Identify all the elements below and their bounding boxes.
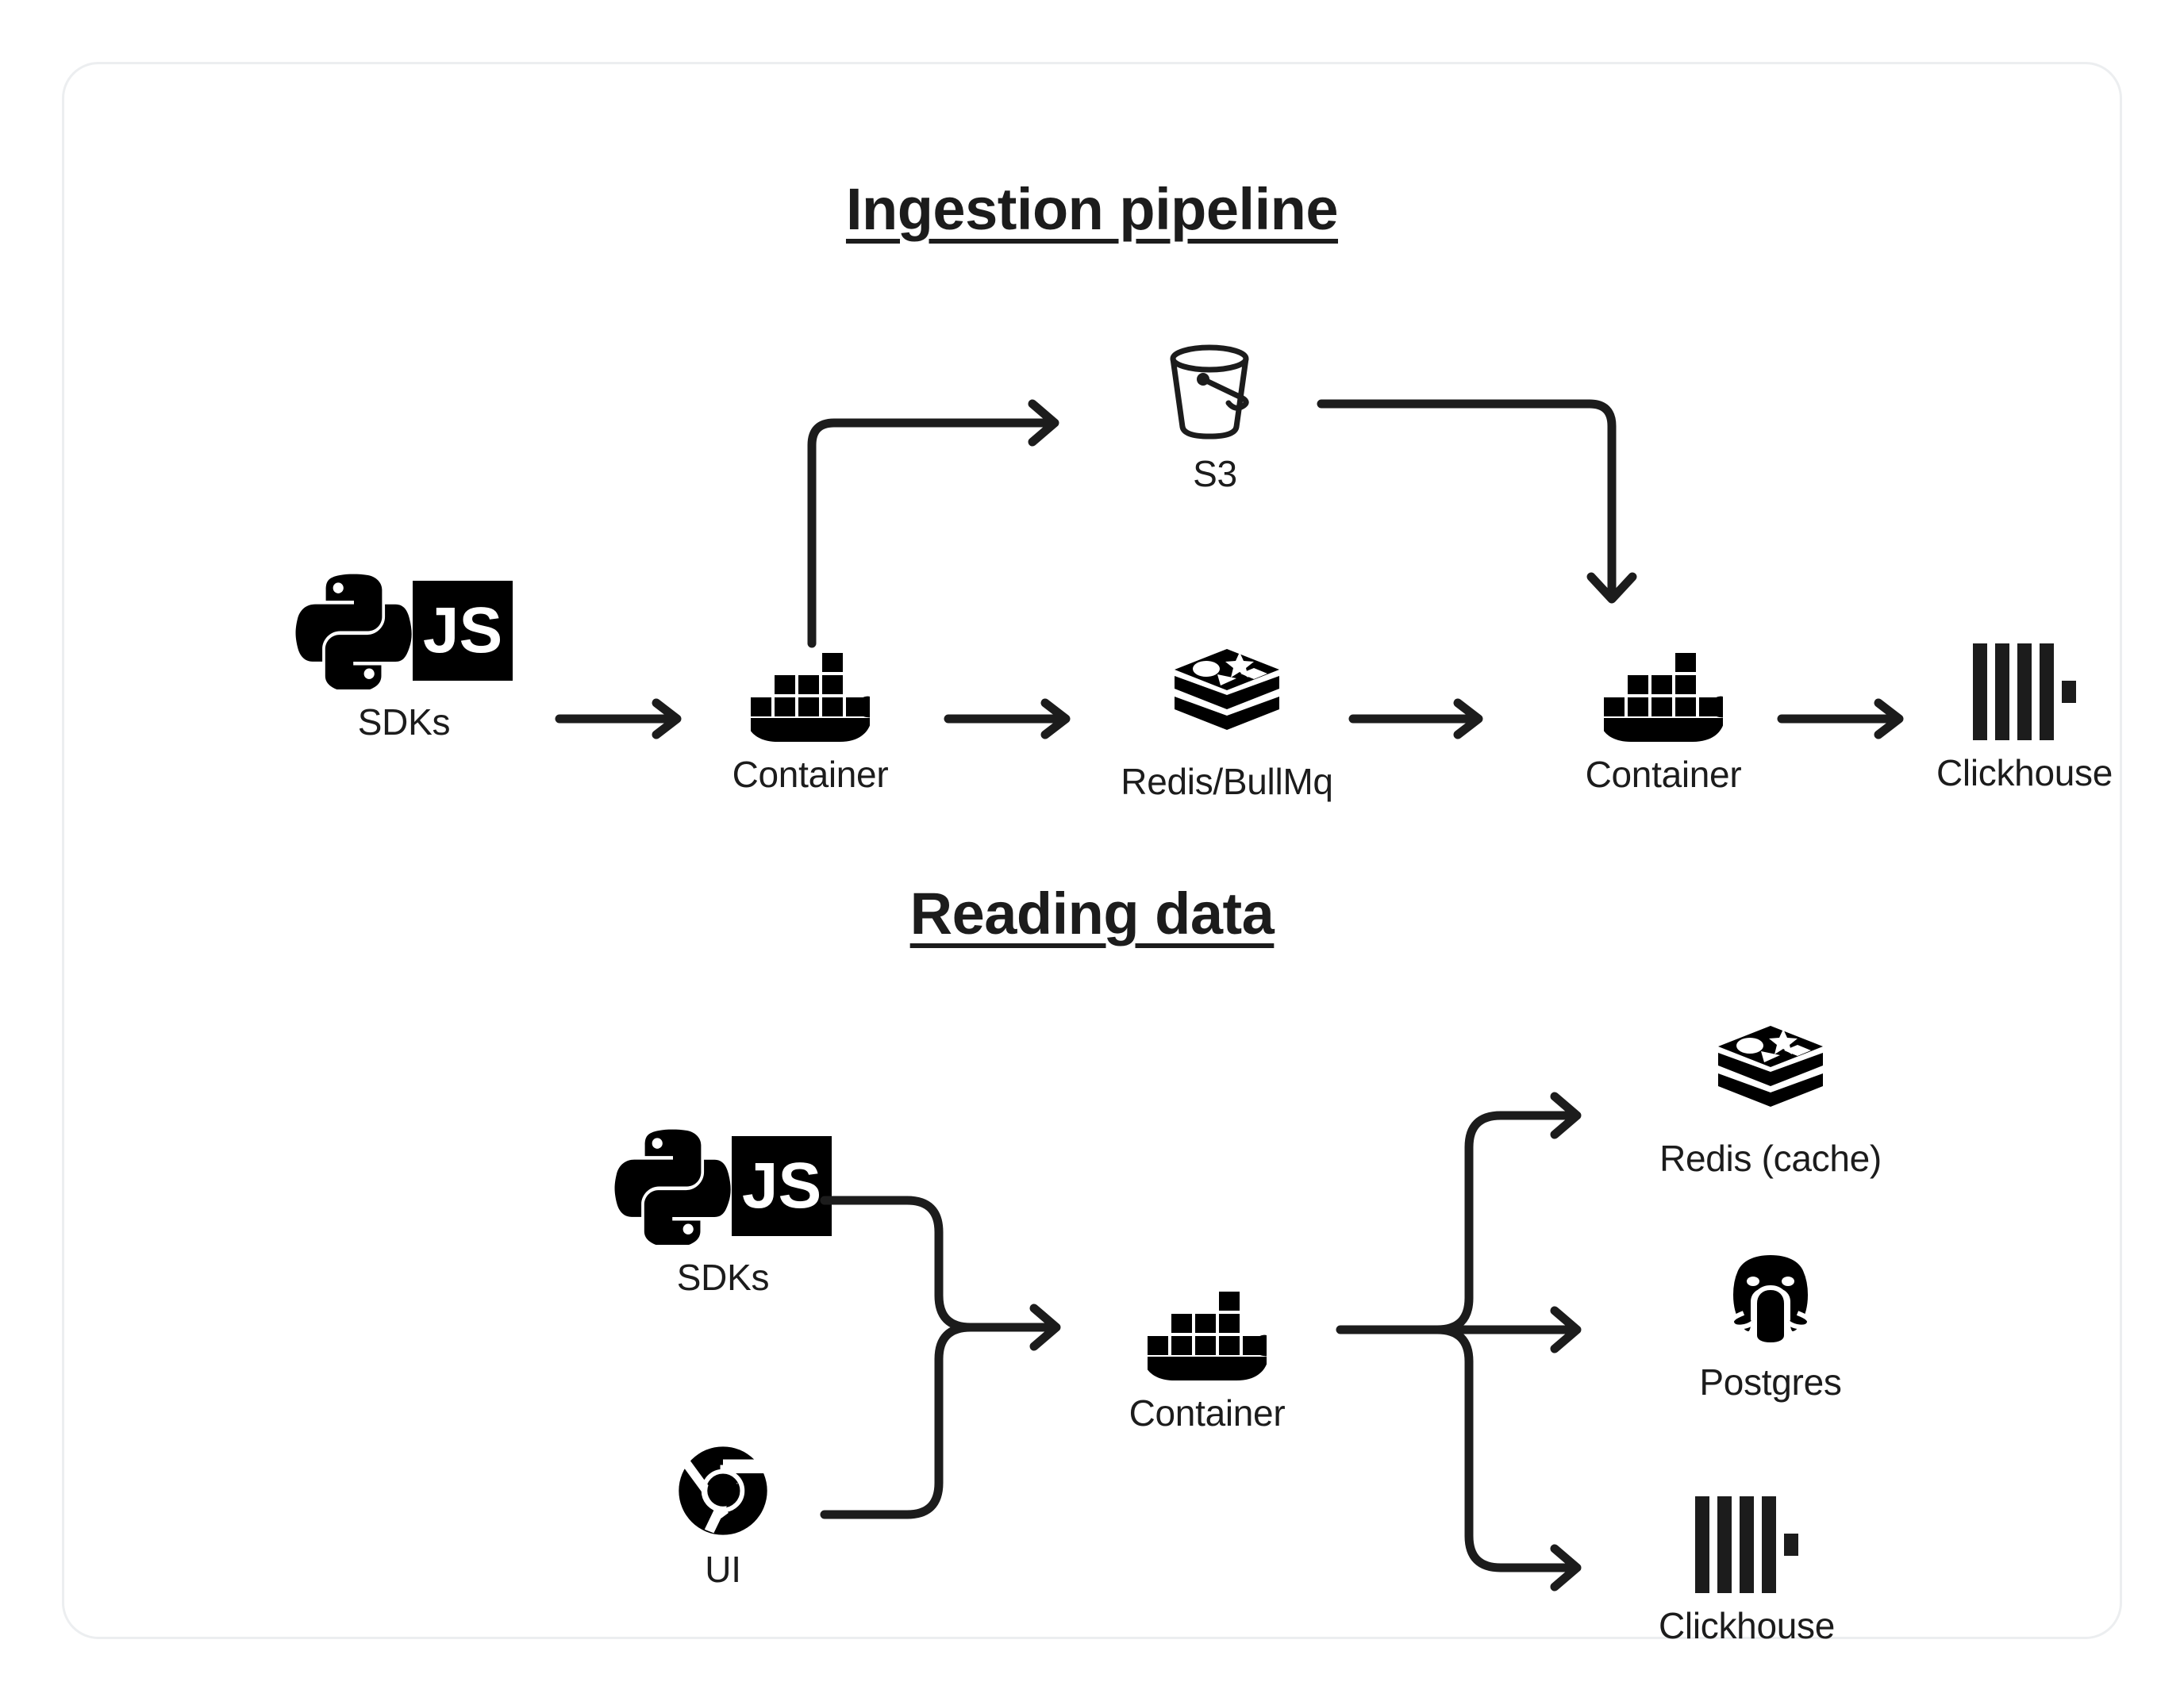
node-container-read-label: Container xyxy=(1129,1392,1286,1434)
docker-icon xyxy=(1141,1282,1289,1380)
node-redis-cache-label: Redis (cache) xyxy=(1659,1138,1882,1179)
redis-icon xyxy=(1715,1024,1826,1126)
bucket-icon xyxy=(1163,338,1267,441)
postgres-icon xyxy=(1718,1246,1823,1350)
edge-container1-to-redis xyxy=(944,698,1071,739)
node-s3-label: S3 xyxy=(1193,453,1237,494)
node-postgres: Postgres xyxy=(1644,1246,1898,1403)
edge-s3-to-container2 xyxy=(1317,399,1637,604)
node-clickhouse-read-label: Clickhouse xyxy=(1659,1605,1835,1646)
node-container-1: Container xyxy=(699,643,921,796)
redis-icon xyxy=(1171,647,1282,749)
ingestion-section-title: Ingestion pipeline xyxy=(845,176,1339,242)
node-redis-bullmq: Redis/BullMq xyxy=(1088,647,1366,803)
docker-icon xyxy=(744,643,892,742)
clickhouse-bar-small xyxy=(1784,1534,1798,1556)
edge-container1-to-s3 xyxy=(807,399,1059,648)
diagram-card: Ingestion pipeline JS SDKs xyxy=(62,62,2122,1646)
node-ui: UI xyxy=(620,1445,826,1591)
clickhouse-bar xyxy=(2040,643,2054,740)
node-container-read: Container xyxy=(1096,1282,1318,1434)
reading-section-title: Reading data xyxy=(909,881,1275,946)
node-sdks: JS SDKs xyxy=(269,572,539,743)
node-s3: S3 xyxy=(1104,338,1326,495)
node-container-1-label: Container xyxy=(732,754,889,795)
edge-redis-to-container2 xyxy=(1348,698,1483,739)
clickhouse-bar xyxy=(1973,643,1987,740)
clickhouse-bar xyxy=(1740,1496,1754,1593)
node-sdks-read: JS SDKs xyxy=(588,1127,858,1299)
clickhouse-icon xyxy=(1973,643,2076,740)
node-sdks-read-label: SDKs xyxy=(676,1257,770,1298)
python-icon xyxy=(295,572,413,693)
js-icon: JS xyxy=(413,581,513,681)
node-container-2: Container xyxy=(1552,643,1774,796)
edge-split-from-container-read xyxy=(1336,1092,1582,1592)
node-clickhouse-read: Clickhouse xyxy=(1620,1496,1874,1647)
node-clickhouse: Clickhouse xyxy=(1898,643,2151,794)
node-sdks-label: SDKs xyxy=(357,701,451,743)
clickhouse-bar xyxy=(1695,1496,1709,1593)
clickhouse-icon xyxy=(1695,1496,1798,1593)
clickhouse-bar xyxy=(1717,1496,1732,1593)
node-redis-bullmq-label: Redis/BullMq xyxy=(1121,761,1333,802)
clickhouse-bar-small xyxy=(2062,681,2076,703)
docker-icon xyxy=(1598,643,1745,742)
js-icon: JS xyxy=(732,1136,832,1236)
edge-sdks-to-container1 xyxy=(555,698,682,739)
node-postgres-label: Postgres xyxy=(1699,1361,1842,1403)
python-icon xyxy=(614,1127,732,1248)
clickhouse-bar xyxy=(1762,1496,1776,1593)
node-redis-cache: Redis (cache) xyxy=(1604,1024,1937,1180)
chrome-icon xyxy=(677,1445,769,1537)
sdks-icon-group: JS xyxy=(295,572,513,693)
node-ui-label: UI xyxy=(705,1549,741,1590)
clickhouse-bar xyxy=(2017,643,2032,740)
node-clickhouse-label: Clickhouse xyxy=(1936,752,2113,793)
node-container-2-label: Container xyxy=(1585,754,1742,795)
sdks-icon-group: JS xyxy=(614,1127,832,1248)
clickhouse-bar xyxy=(1995,643,2009,740)
